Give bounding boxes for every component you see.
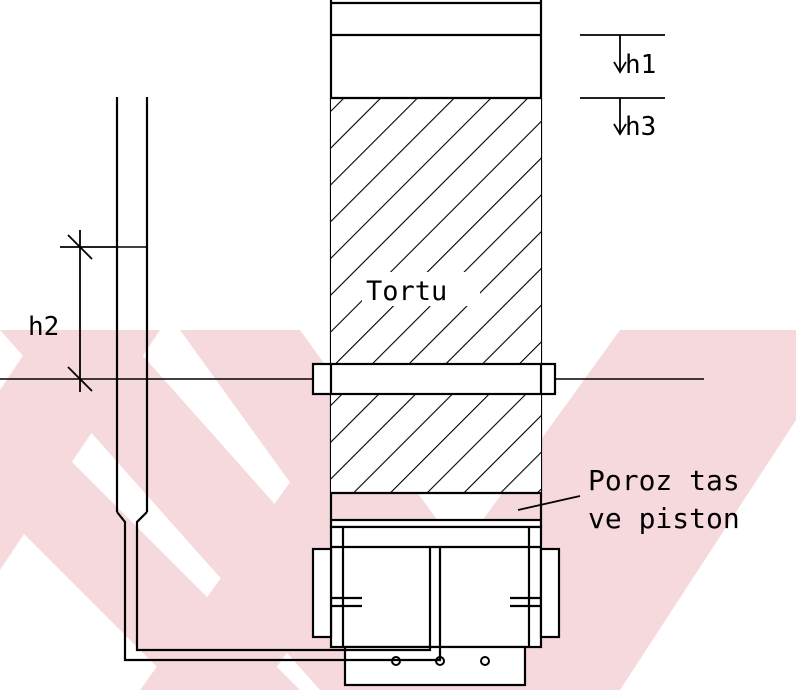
porous-leader-line	[517, 495, 581, 511]
h1-label: h1	[625, 50, 656, 80]
h1-dimension	[580, 34, 665, 74]
clamp-band	[311, 362, 557, 396]
porous-label-line2: ve piston	[588, 502, 740, 535]
h2-label: h2	[28, 312, 59, 342]
cake-region	[331, 96, 541, 495]
h2-dimension	[60, 230, 117, 392]
manometer-tube	[115, 97, 442, 662]
porous-stone-piston	[311, 518, 561, 687]
h3-label: h3	[625, 112, 656, 142]
porous-label-line1: Poroz tas	[588, 464, 740, 497]
h3-dimension	[580, 97, 665, 136]
cake-label: Tortu	[366, 276, 447, 307]
